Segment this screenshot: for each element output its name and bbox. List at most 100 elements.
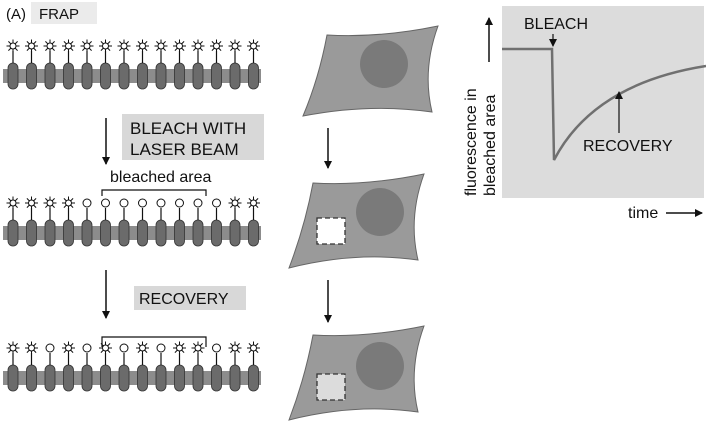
bleached-tag [156, 343, 166, 353]
membrane-protein [43, 39, 57, 90]
recovered-region [316, 373, 346, 401]
bleached-tag [212, 343, 221, 353]
x-axis-label: time [628, 205, 658, 222]
membrane-protein [62, 196, 75, 247]
membrane-protein [81, 198, 93, 247]
lipid-bilayer [3, 226, 261, 240]
bleached-tag [45, 343, 55, 353]
fluorescent-tag [62, 341, 75, 355]
recovery-label: RECOVERY [139, 291, 229, 308]
recovery-annotation: RECOVERY [583, 138, 673, 155]
membrane-protein [6, 341, 20, 392]
membrane-protein [136, 341, 149, 392]
fluorescent-tag [228, 196, 242, 210]
fluorescent-tag [173, 39, 186, 53]
lipid-bilayer [3, 371, 261, 385]
membrane-protein [211, 343, 222, 392]
bleached-area-bracket [101, 189, 207, 196]
bleach-label-line1: BLEACH WITH [130, 119, 246, 138]
fluorescent-tag [80, 39, 94, 53]
membrane-protein [117, 39, 131, 90]
bleached-tag [193, 198, 203, 208]
membrane-protein [173, 39, 186, 90]
nucleus [356, 188, 404, 236]
fluorescent-tag [99, 341, 112, 355]
membrane-protein [247, 196, 260, 247]
membrane-protein [192, 198, 204, 247]
membrane-protein [62, 341, 75, 392]
fluorescent-tag [25, 39, 38, 53]
membrane-protein [210, 39, 223, 90]
fluorescent-tag [99, 39, 112, 53]
fluorescent-tag [191, 341, 205, 355]
membrane-protein [25, 341, 38, 392]
membrane-row-bleached [3, 196, 261, 247]
y-axis-label-line2: bleached area [482, 94, 499, 196]
fluorescent-tag [25, 196, 38, 210]
nucleus [360, 40, 408, 88]
fluorescent-tag [136, 341, 149, 355]
membrane-protein [228, 39, 242, 90]
fluorescent-tag [6, 196, 20, 210]
bleached-tag [138, 198, 147, 208]
bleached-tag [82, 198, 92, 208]
membrane-protein [136, 39, 149, 90]
panel-label: (A) [6, 6, 26, 23]
fluorescent-tag [43, 39, 57, 53]
bleached-tag [119, 343, 129, 353]
membrane-row-before [3, 39, 261, 90]
membrane-protein [173, 341, 186, 392]
bleached-tag [175, 198, 184, 208]
membrane-protein [43, 196, 57, 247]
fluorescent-tag [136, 39, 149, 53]
membrane-protein [191, 341, 205, 392]
membrane-protein [6, 196, 20, 247]
membrane-protein [174, 198, 185, 247]
membrane-protein [191, 39, 205, 90]
bleached-tag [212, 198, 221, 208]
bleached-area-label: bleached area [110, 169, 212, 186]
bleached-tag [156, 198, 166, 208]
recovery-graph: fluorescence in bleached area time BLEAC… [463, 6, 706, 222]
membrane-protein [228, 196, 242, 247]
y-axis-label-line1: fluorescence in [463, 88, 480, 196]
cell-recovered [288, 325, 425, 421]
membrane-protein [154, 39, 168, 90]
membrane-protein [155, 198, 167, 247]
technique-label: FRAP [39, 6, 79, 23]
fluorescent-tag [62, 196, 75, 210]
membrane-protein [6, 39, 20, 90]
fluorescent-tag [62, 39, 75, 53]
recovery-label-box [134, 286, 246, 310]
membrane-protein [100, 198, 111, 247]
fluorescent-tag [6, 341, 20, 355]
membrane-protein [99, 39, 112, 90]
bleached-tag [101, 198, 110, 208]
fluorescent-tag [173, 341, 186, 355]
fluorescent-tag [43, 196, 57, 210]
fluorescent-tag [247, 341, 260, 355]
cell-bleached [288, 173, 425, 269]
bleach-label-box [122, 114, 264, 160]
cell-before [302, 25, 439, 117]
fluorescence-curve [502, 47, 706, 161]
fluorescent-tag [210, 39, 223, 53]
recovery-bracket [101, 336, 207, 347]
nucleus [356, 342, 404, 390]
membrane-protein [44, 343, 56, 392]
membrane-protein [62, 39, 75, 90]
membrane-row-recovered [3, 341, 261, 392]
lipid-bilayer [3, 69, 261, 83]
fluorescent-tag [247, 196, 260, 210]
membrane-protein [25, 196, 38, 247]
fluorescent-tag [25, 341, 38, 355]
fluorescent-tag [247, 39, 260, 53]
graph-background [502, 6, 704, 198]
membrane-protein [99, 341, 112, 392]
fluorescent-tag [6, 39, 20, 53]
bleached-region [316, 217, 346, 245]
membrane-protein [247, 39, 260, 90]
membrane-protein [228, 341, 242, 392]
